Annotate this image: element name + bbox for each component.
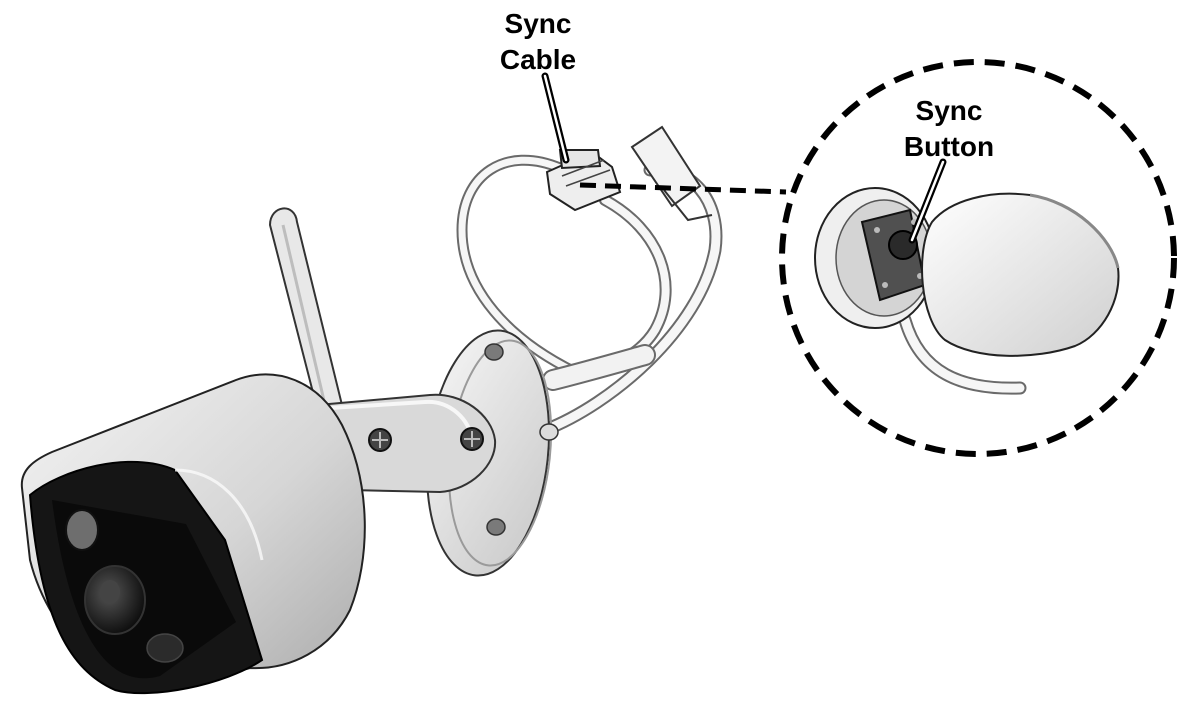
removed-cap [921,192,1120,357]
ir-led-icon [65,509,99,551]
sync-cable-label-line-1: Sync [504,8,572,39]
antenna [268,207,344,414]
callout-leader-line [579,182,787,195]
sync-button-label-line-2: Button [903,131,995,162]
power-connector [630,125,713,222]
label-pointers [541,72,947,244]
sync-cable-connector [545,149,622,212]
sync-button-label: Sync Button [888,93,1010,165]
sync-cable-label: Sync Cable [478,6,598,78]
sync-cable-label-line-2: Cable [499,44,577,75]
sync-button-label-line-1: Sync [915,95,983,126]
camera-body [20,373,366,695]
swivel-arm [316,393,497,494]
zoomed-connector [814,187,1027,395]
